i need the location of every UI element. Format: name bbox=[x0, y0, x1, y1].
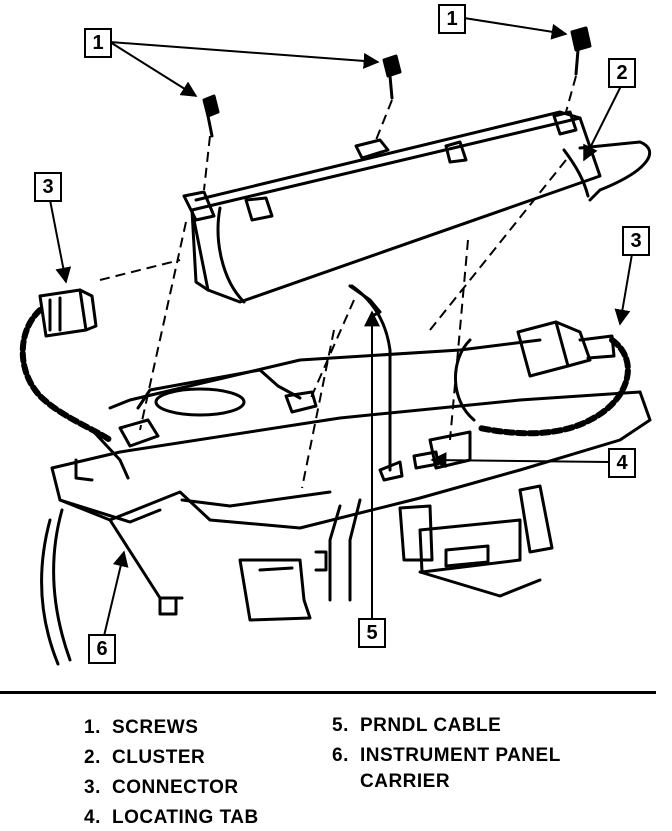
callout-5: 5 bbox=[358, 618, 386, 648]
leader-line bbox=[463, 17, 568, 40]
alignment-line bbox=[429, 159, 567, 331]
legend-number: 1. bbox=[84, 717, 101, 738]
screw-left bbox=[202, 94, 220, 138]
legend-item-screws: 1. SCREWS bbox=[84, 715, 198, 741]
legend-number: 5. bbox=[332, 715, 349, 736]
legend-item-cluster: 2. CLUSTER bbox=[84, 745, 205, 771]
legend-item-connector: 3. CONNECTOR bbox=[84, 775, 239, 801]
alignment-line bbox=[301, 329, 335, 489]
leader-line bbox=[109, 41, 198, 97]
leader-line bbox=[614, 253, 633, 326]
alignment-line bbox=[309, 299, 355, 401]
left-connector bbox=[38, 288, 98, 338]
legend-number: 3. bbox=[84, 777, 101, 798]
instrument-cluster bbox=[182, 110, 652, 318]
legend-text: SCREWS bbox=[112, 717, 199, 738]
alignment-line bbox=[139, 221, 187, 431]
alignment-line bbox=[203, 135, 211, 191]
alignment-line bbox=[565, 75, 577, 113]
leader-line bbox=[49, 199, 72, 284]
exploded-view-drawing bbox=[19, 17, 652, 666]
callout-6: 6 bbox=[88, 634, 116, 664]
legend-text: LOCATING TAB bbox=[112, 807, 259, 828]
callout-3-left: 3 bbox=[34, 172, 62, 202]
legend-number: 2. bbox=[84, 747, 101, 768]
right-connector bbox=[516, 320, 616, 378]
leader-line bbox=[103, 550, 129, 637]
legend-text: PRNDL CABLE bbox=[360, 715, 502, 736]
callout-1-right: 1 bbox=[438, 4, 466, 34]
legend-item-instrument-panel-carrier: 6. INSTRUMENT PANEL CARRIER bbox=[332, 743, 561, 795]
leader-line bbox=[583, 83, 623, 162]
leader-line bbox=[430, 452, 609, 469]
legend-number: 4. bbox=[84, 807, 101, 828]
left-wiring-harness bbox=[19, 307, 130, 480]
alignment-line bbox=[375, 99, 393, 141]
leader-line bbox=[109, 41, 380, 69]
legend-text: CONNECTOR bbox=[112, 777, 239, 798]
legend-divider bbox=[0, 691, 656, 694]
legend-item-prndl-cable: 5. PRNDL CABLE bbox=[332, 713, 501, 739]
callout-1-left: 1 bbox=[84, 28, 112, 58]
legend-text: CLUSTER bbox=[112, 747, 206, 768]
legend-number: 6. bbox=[332, 745, 349, 766]
legend-text: INSTRUMENT PANEL CARRIER bbox=[360, 745, 561, 792]
screw-center bbox=[382, 54, 402, 100]
alignment-line bbox=[449, 239, 469, 441]
callout-2: 2 bbox=[608, 58, 636, 88]
instrument-panel-carrier bbox=[40, 338, 652, 666]
right-wiring-harness bbox=[454, 337, 631, 437]
callout-4: 4 bbox=[608, 448, 636, 478]
alignment-line bbox=[99, 259, 181, 281]
screw-right bbox=[570, 26, 592, 76]
callout-3-right: 3 bbox=[622, 226, 650, 256]
legend-item-locating-tab: 4. LOCATING TAB bbox=[84, 805, 259, 831]
